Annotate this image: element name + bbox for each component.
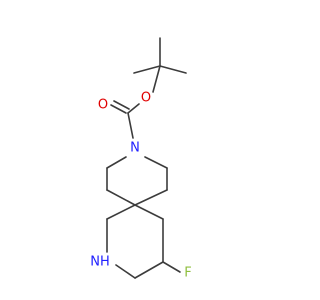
atom-nh: NH [90, 255, 110, 270]
bond-tbu-c-o-ester [152, 65, 161, 93]
molecule-structure: O O N NH F [90, 37, 192, 281]
bond-c-right-low-spiro [134, 189, 168, 206]
bond-chf-f [162, 261, 181, 273]
bond-carbonyl-double-1 [110, 104, 127, 114]
bond-tbu-c-methyl-left [133, 65, 161, 74]
bond-tbu-c-methyl-right [159, 65, 187, 74]
bond-o-ester-carbonyl-c [127, 103, 140, 114]
bond-c-left-low-spiro [106, 189, 136, 206]
bond-spiro-c-ch2-right [134, 204, 164, 220]
bond-ch2-bottom-chf [134, 261, 164, 279]
bond-n-c-left [106, 156, 127, 169]
bond-spiro-c-ch2-left [106, 204, 136, 220]
bond-nh-ch2-bottom [115, 264, 136, 279]
atom-o-carbonyl: O [98, 98, 108, 113]
bond-n-c-right [144, 156, 168, 169]
atom-n-ring: N [130, 141, 140, 156]
bond-carbonyl-c-n [127, 112, 134, 139]
bond-carbonyl-double-2 [113, 100, 130, 110]
atom-o-ester: O [141, 91, 151, 106]
atom-fluorine: F [184, 266, 191, 281]
